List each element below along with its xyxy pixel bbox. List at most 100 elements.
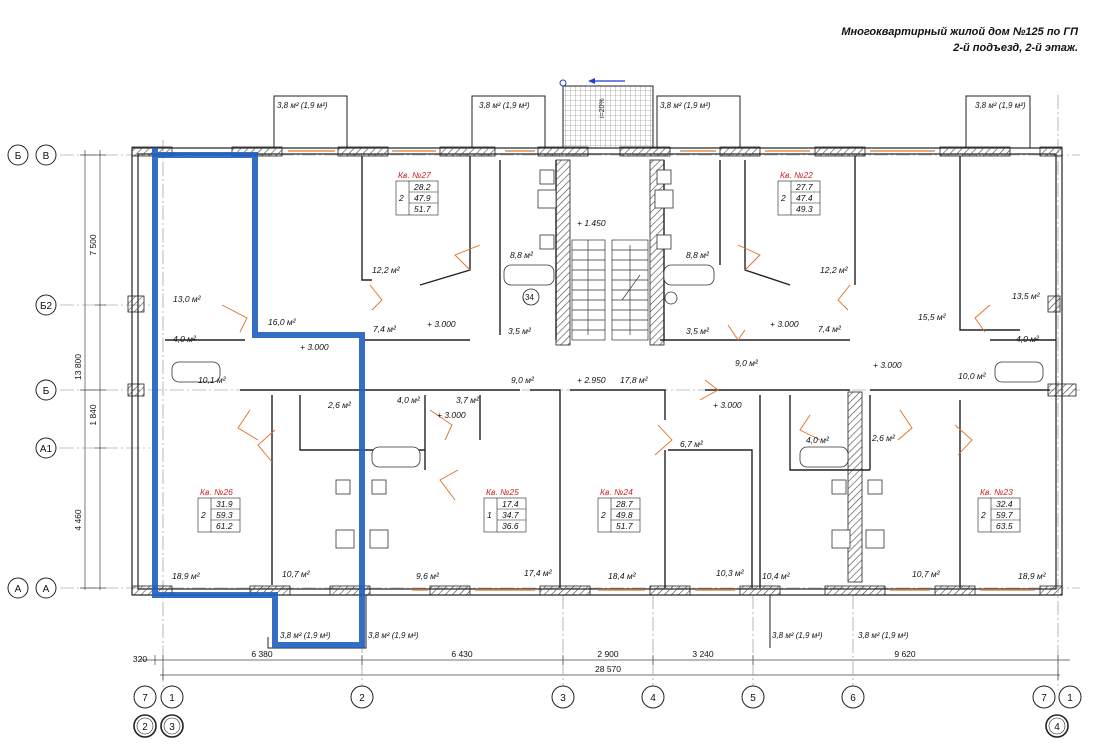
axis-label: А [43,584,50,595]
apartment-23: Кв. №23 2 32.4 59.7 63.5 [977,487,1021,533]
slope-label: i=20% [599,98,606,118]
axis-label: В [43,151,50,162]
apartment-labels: Кв. №27 2 28.2 47.9 51.7 Кв. №22 2 27.7 … [197,170,1021,533]
room-area: 18,9 м² [1018,571,1047,581]
room-area-labels: 12,2 м² 8,8 м² 8,8 м² 12,2 м² 13,0 м² 16… [172,250,1047,581]
apartment-title: Кв. №27 [398,170,431,180]
dimension-label: 9 620 [894,649,916,659]
left-dimensions [80,150,106,590]
svg-text:2: 2 [980,510,986,520]
axis-label: Б [43,386,50,397]
apartment-26: Кв. №26 2 31.9 59.3 61.2 [197,487,241,533]
sheet-label: 3 [169,722,175,733]
room-area: 7,4 м² [373,324,397,334]
svg-text:59.3: 59.3 [216,510,233,520]
svg-text:28.2: 28.2 [413,182,431,192]
balcony-label: 3,8 м² (1,9 м²) [280,631,331,640]
room-area: 10,7 м² [282,569,311,579]
bottom-dimension-labels: 320 6 380 6 430 2 900 3 240 9 620 28 570 [133,649,916,674]
axis-label: Б [15,151,22,162]
svg-text:2: 2 [780,193,786,203]
dimension-label: 7 500 [88,234,98,256]
svg-text:49.8: 49.8 [616,510,633,520]
interior-walls [165,156,1056,588]
room-area: 17,4 м² [524,568,553,578]
apartment-title: Кв. №23 [980,487,1013,497]
room-area: 13,0 м² [173,294,202,304]
svg-text:49.3: 49.3 [796,204,813,214]
room-area: 7,4 м² [818,324,842,334]
sheet-label: 4 [1054,722,1060,733]
room-area: 4,0 м² [397,395,421,405]
svg-text:2: 2 [398,193,404,203]
balcony-label: 3,8 м² (1,9 м²) [772,631,823,640]
sheet-label: 2 [142,722,148,733]
svg-text:17.4: 17.4 [502,499,519,509]
svg-text:47.9: 47.9 [414,193,431,203]
level-mark: + 3.000 [437,410,466,420]
dimension-label: 1 840 [88,404,98,426]
room-area: 3,5 м² [508,326,532,336]
room-area: 10,1 м² [198,375,227,385]
apartment-title: Кв. №25 [486,487,519,497]
balcony-label: 3,8 м² (1,9 м²) [479,101,530,110]
apartment-24: Кв. №24 2 28.7 49.8 51.7 [597,487,641,533]
room-area: 16,0 м² [268,317,297,327]
axis-label: Б2 [40,301,53,312]
room-area: 18,4 м² [608,571,637,581]
svg-text:27.7: 27.7 [795,182,813,192]
svg-text:59.7: 59.7 [996,510,1013,520]
axis-label: 7 [1041,693,1047,704]
dimension-label: 28 570 [595,664,621,674]
level-mark: + 3.000 [300,342,329,352]
room-area: 8,8 м² [686,250,710,260]
axis-label: 1 [1067,693,1073,704]
room-area: 12,2 м² [372,265,401,275]
room-area: 2,6 м² [327,400,352,410]
axis-label: 2 [359,693,365,704]
windows [288,150,1035,591]
room-area: 9,0 м² [735,358,759,368]
balcony-label: 3,8 м² (1,9 м²) [858,631,909,640]
axis-label: 3 [560,693,566,704]
room-area: 4,0 м² [173,334,197,344]
apartment-25: Кв. №25 1 17.4 34.7 36.6 [483,487,527,533]
door-swings [221,244,991,501]
svg-text:47.4: 47.4 [796,193,813,203]
svg-text:31.9: 31.9 [216,499,233,509]
room-area: 18,9 м² [172,571,201,581]
dimension-label: 6 430 [451,649,473,659]
svg-text:28.7: 28.7 [615,499,633,509]
room-area: 10,0 м² [958,371,987,381]
balcony-area-labels-bottom: 3,8 м² (1,9 м²) 3,8 м² (1,9 м²) 3,8 м² (… [280,631,909,640]
sheet-reference-bubbles: 2 3 4 [133,714,1069,738]
axis-label: А1 [40,444,53,455]
svg-text:36.6: 36.6 [502,521,519,531]
balcony-label: 3,8 м² (1,9 м²) [975,101,1026,110]
room-area: 10,7 м² [912,569,941,579]
dimension-label: 3 240 [692,649,714,659]
entrance-canopy [562,85,654,149]
svg-text:2: 2 [600,510,606,520]
apartment-title: Кв. №24 [600,487,633,497]
svg-text:2: 2 [200,510,206,520]
wall-hatching [127,146,1077,596]
dimension-label: 4 460 [73,509,83,531]
svg-text:32.4: 32.4 [996,499,1013,509]
svg-text:51.7: 51.7 [616,521,633,531]
svg-text:61.2: 61.2 [216,521,233,531]
left-axis-bubbles: Б В Б2 Б А1 А А [7,144,57,599]
svg-text:51.7: 51.7 [414,204,431,214]
bottom-axis-bubbles: 7 1 2 3 4 5 6 7 1 [133,685,1082,709]
balcony-label: 3,8 м² (1,9 м²) [368,631,419,640]
apartment-title: Кв. №26 [200,487,233,497]
axis-label: 7 [142,693,148,704]
dimension-label: 2 900 [597,649,619,659]
room-area: 17,8 м² [620,375,649,385]
svg-text:34.7: 34.7 [502,510,519,520]
dimension-label: 13 800 [73,354,83,380]
stair-mark: 34 [522,288,540,306]
bottom-dimensions [140,655,1070,680]
svg-text:1: 1 [487,510,492,520]
